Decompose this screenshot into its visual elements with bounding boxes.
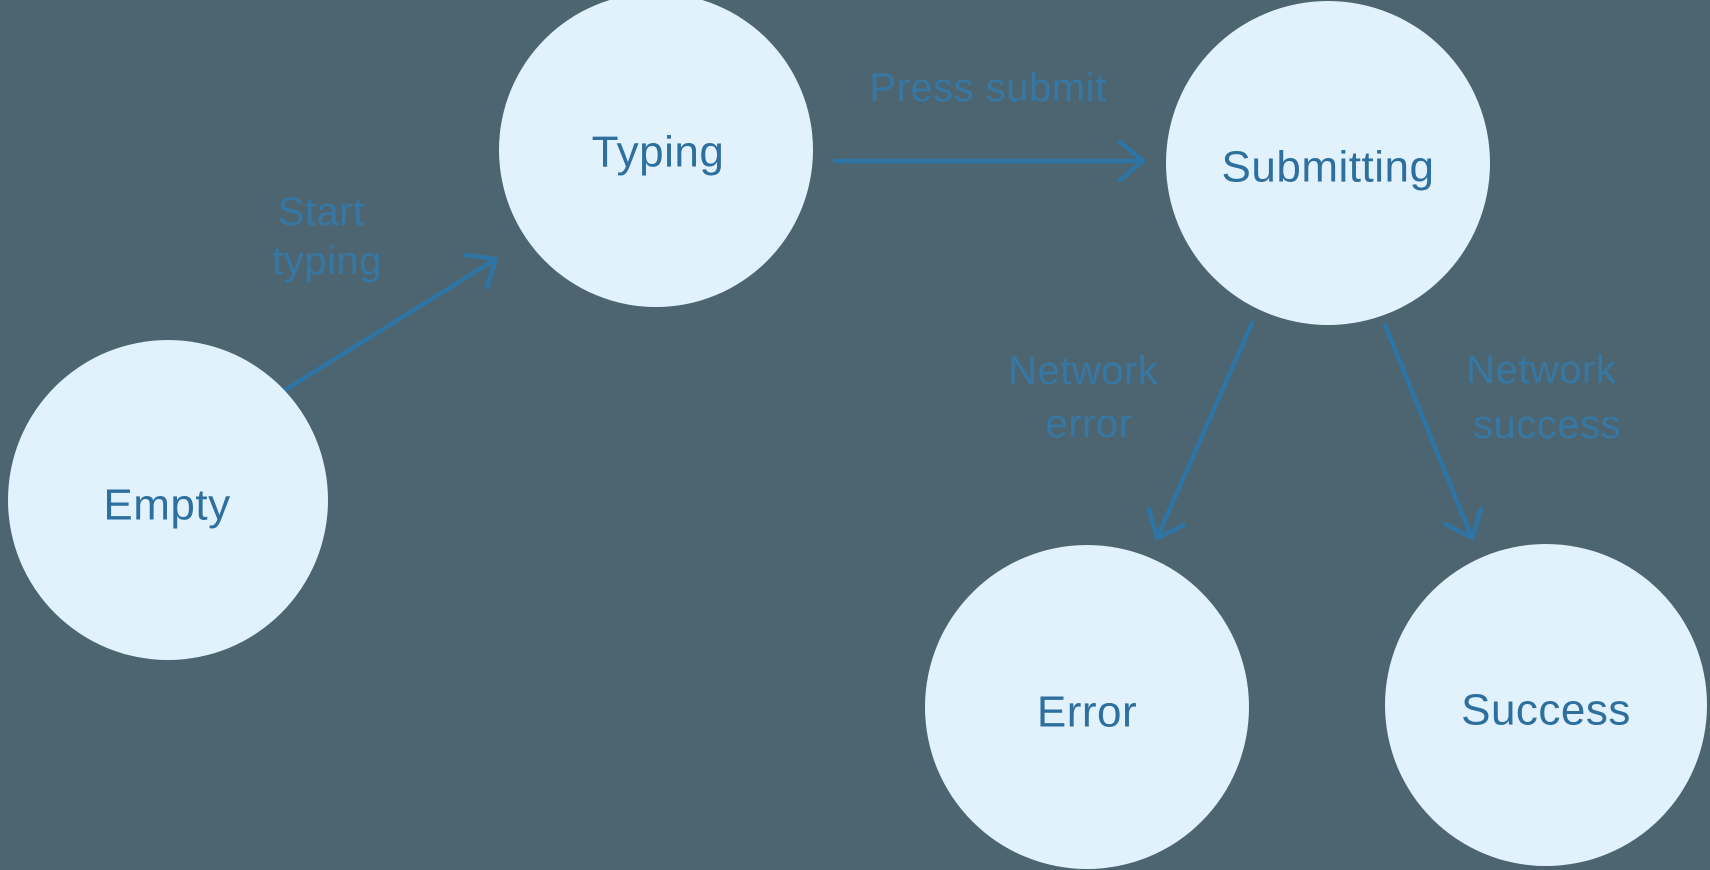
state-label-empty: Empty	[103, 481, 230, 530]
state-node-submitting: Submitting	[1166, 1, 1490, 325]
state-label-error: Error	[1037, 688, 1137, 737]
state-circle-typing	[499, 0, 813, 307]
transitions	[282, 139, 1484, 541]
state-label-submitting: Submitting	[1222, 143, 1435, 192]
state-circle-empty	[8, 340, 328, 660]
state-label-typing: Typing	[592, 128, 725, 177]
state-circle-success	[1385, 544, 1707, 866]
arrow-empty-to-typing	[282, 252, 499, 393]
arrow-typing-to-submitting	[832, 139, 1146, 183]
arrow-submitting-to-error	[1146, 320, 1255, 541]
state-node-typing: Typing	[499, 0, 813, 307]
state-nodes: Empty Typing Submitting Error Success	[8, 0, 1707, 869]
transition-labels: Start typing Press submit Network error …	[272, 66, 1628, 447]
edge-label-press-submit: Press submit	[869, 66, 1106, 110]
state-node-empty: Empty	[8, 340, 328, 660]
state-circle-error	[925, 545, 1249, 869]
edge-label-start-typing: Start typing	[272, 190, 382, 283]
edge-label-network-error: Network error	[1008, 349, 1170, 446]
state-label-success: Success	[1461, 686, 1631, 735]
state-node-error: Error	[925, 545, 1249, 869]
state-circle-submitting	[1166, 1, 1490, 325]
edge-label-network-success: Network success	[1466, 348, 1628, 447]
arrow-submitting-to-success	[1382, 322, 1484, 541]
state-node-success: Success	[1385, 544, 1707, 866]
